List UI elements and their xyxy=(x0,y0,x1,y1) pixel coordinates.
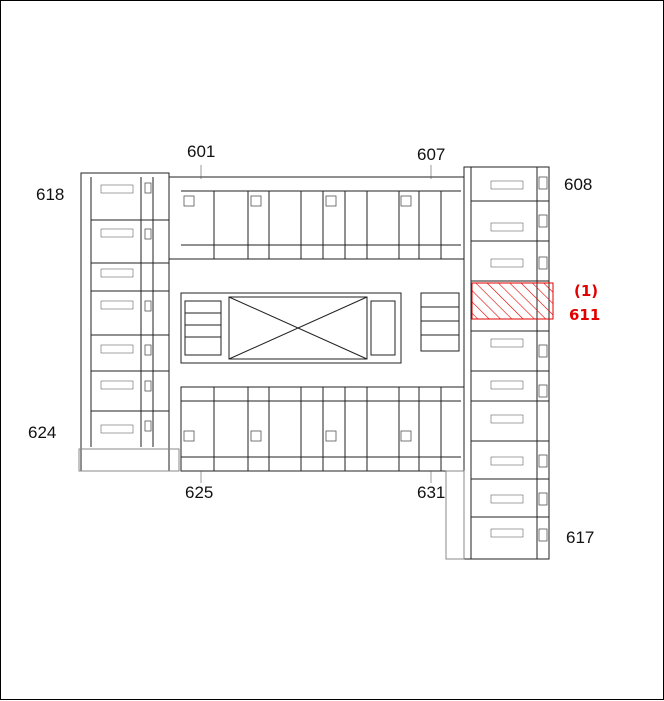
right-lower-corridor xyxy=(445,470,465,560)
top-block xyxy=(168,176,465,260)
stair-core-right xyxy=(420,292,460,352)
elevator-core xyxy=(370,300,396,356)
left-stair-landing xyxy=(78,448,180,472)
room-label-608: 608 xyxy=(564,175,593,194)
right-wing xyxy=(463,166,550,560)
room-label-624: 624 xyxy=(28,423,57,442)
highlight-room-label: 611 xyxy=(569,306,601,324)
room-label-617: 617 xyxy=(566,528,595,547)
room-label-625: 625 xyxy=(185,483,214,502)
room-label-601: 601 xyxy=(187,142,216,161)
highlight-index: (1) xyxy=(574,282,599,300)
room-label-631: 631 xyxy=(417,483,446,502)
central-core xyxy=(180,292,402,364)
atrium-void xyxy=(228,296,368,360)
stair-core-left xyxy=(184,300,222,356)
room-label-607: 607 xyxy=(417,145,446,164)
highlight-room-611 xyxy=(471,282,554,320)
room-label-618: 618 xyxy=(36,185,65,204)
left-wing xyxy=(80,172,170,472)
